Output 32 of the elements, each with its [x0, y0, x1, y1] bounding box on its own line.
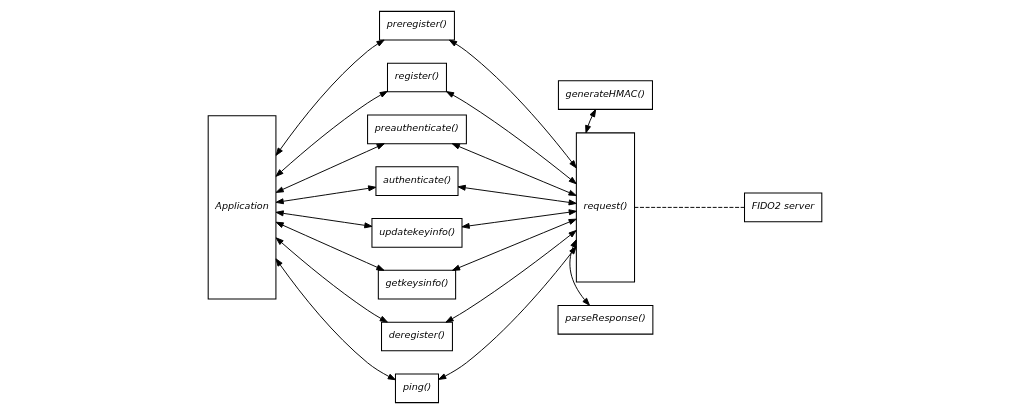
node-box: Application	[207, 115, 276, 300]
node-box: register()	[386, 62, 447, 93]
arrow	[448, 39, 577, 169]
arrow	[275, 143, 385, 193]
node-box: preregister()	[378, 10, 455, 41]
node-box: getkeysinfo()	[377, 269, 456, 300]
arrow	[275, 210, 372, 229]
node-box: ping()	[394, 373, 439, 404]
arrow	[451, 143, 577, 196]
arrow	[445, 91, 577, 185]
arrow	[275, 90, 388, 177]
node-box: parseResponse()	[557, 304, 653, 335]
node-box: preauthenticate()	[366, 114, 467, 145]
node-box: generateHMAC()	[557, 80, 653, 110]
node-box: request()	[575, 132, 635, 283]
arrow	[451, 218, 577, 271]
arrow	[444, 230, 577, 323]
arrow	[274, 258, 396, 381]
arrow	[275, 237, 388, 323]
arrow	[275, 39, 385, 156]
node-box: deregister()	[380, 321, 453, 352]
node-box: authenticate()	[374, 166, 459, 196]
arrow	[457, 184, 577, 206]
arrow	[584, 109, 596, 134]
arrow	[275, 221, 384, 271]
arrow	[461, 209, 577, 229]
node-box: FIDO2 server	[743, 192, 822, 223]
arrow	[437, 246, 577, 380]
arrow	[568, 239, 590, 306]
arrow	[275, 185, 376, 205]
node-box: updatekeyinfo()	[370, 218, 463, 248]
connector	[633, 206, 745, 208]
